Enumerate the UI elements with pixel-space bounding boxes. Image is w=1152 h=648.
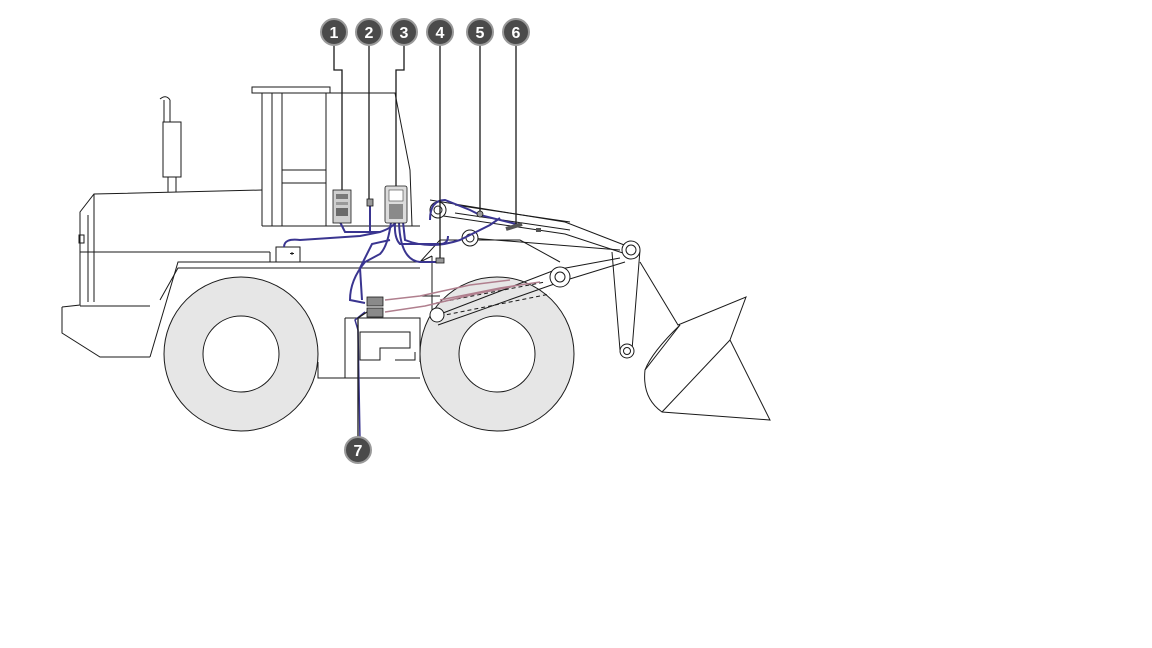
callout-2-label: 2 <box>365 25 374 42</box>
callout-7-label: 7 <box>354 443 363 460</box>
callout-3: 3 <box>390 18 418 46</box>
rear-wheel <box>163 276 319 432</box>
tilt-sensor-6 <box>505 222 541 232</box>
callout-5: 5 <box>466 18 494 46</box>
callout-3-label: 3 <box>400 25 409 42</box>
callout-1-label: 1 <box>330 25 339 42</box>
control-unit-1 <box>332 189 352 224</box>
front-wheel <box>419 276 575 432</box>
callout-6-label: 6 <box>512 25 521 42</box>
loader-body <box>61 86 561 379</box>
callout-4-label: 4 <box>436 25 445 42</box>
callout-6: 6 <box>502 18 530 46</box>
hydraulic-hoses <box>384 279 541 313</box>
callout-4: 4 <box>426 18 454 46</box>
sensor-2 <box>366 198 374 207</box>
loader-boom-assembly <box>429 199 771 421</box>
leader-lines <box>333 44 517 438</box>
angle-sensor-5 <box>476 210 484 218</box>
sensor-4 <box>435 257 445 264</box>
pressure-sensor-7 <box>366 296 384 318</box>
callout-7: 7 <box>344 436 372 464</box>
display-terminal-3 <box>384 185 408 224</box>
callout-1: 1 <box>320 18 348 46</box>
callout-2: 2 <box>355 18 383 46</box>
callout-5-label: 5 <box>476 25 485 42</box>
